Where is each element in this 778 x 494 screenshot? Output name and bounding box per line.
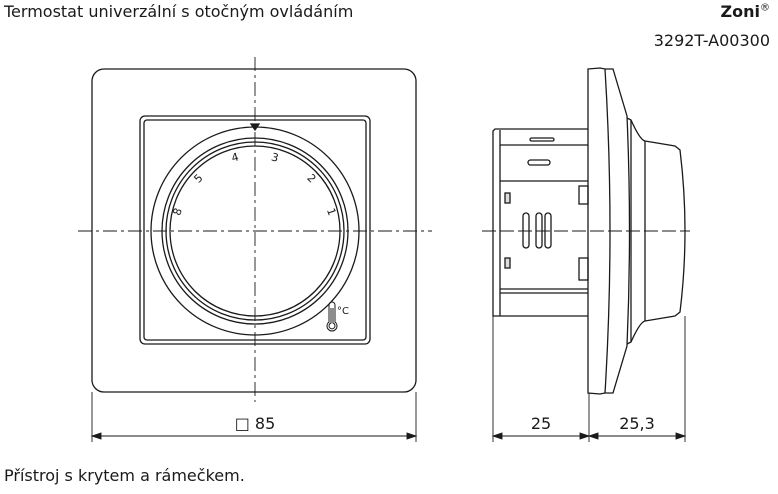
- mounting-body: [492, 128, 588, 317]
- brand-text: Zoni: [720, 2, 760, 21]
- brand-name: Zoni®: [721, 2, 770, 21]
- dial-number-4: 4: [230, 150, 240, 164]
- side-view: [482, 67, 690, 395]
- registered-mark: ®: [760, 2, 770, 14]
- product-code: 3292T-A00300: [653, 31, 770, 50]
- temperature-unit: °C: [337, 306, 349, 317]
- dial-number-3: 3: [270, 150, 280, 164]
- dimension-body-depth: 25: [531, 414, 551, 433]
- dimension-front-width: □ 85: [235, 414, 276, 433]
- product-title: Termostat univerzální s otočným ovládání…: [4, 2, 354, 21]
- dial-number-8: 8: [170, 206, 185, 217]
- outer-frame: [91, 68, 417, 393]
- frame-plate: [587, 67, 611, 395]
- dial-number-1: 1: [324, 206, 339, 217]
- dial-number-5: 5: [191, 171, 205, 185]
- thermometer-icon: [326, 301, 338, 332]
- caption: Přístroj s krytem a rámečkem.: [4, 466, 245, 485]
- dimensions: [90, 316, 687, 442]
- front-view: 8 5 4 3 2 1 °C: [78, 57, 432, 402]
- dial-number-2: 2: [304, 171, 318, 185]
- dimension-front-depth: 25,3: [619, 414, 655, 433]
